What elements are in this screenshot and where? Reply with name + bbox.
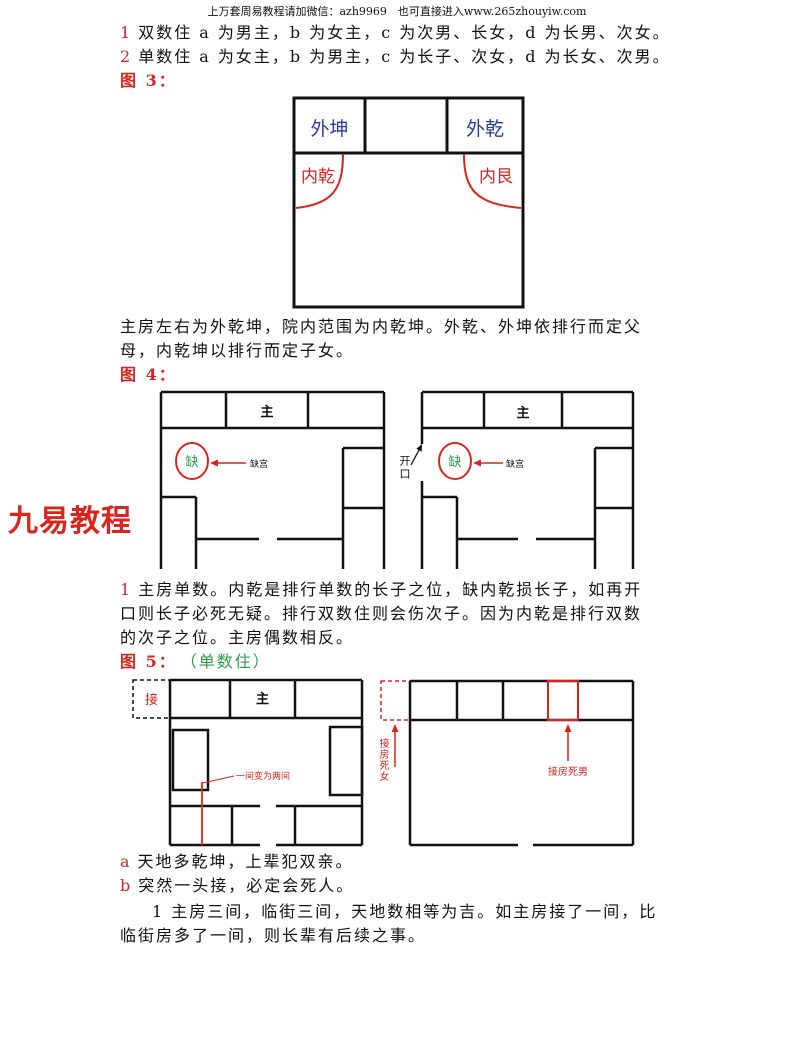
- missing-palace-label: 缺宫: [506, 458, 524, 470]
- outer-qian-label: 外乾: [466, 118, 504, 140]
- figure-3-label: 图 3：: [120, 71, 177, 90]
- missing-arrow-head: [473, 459, 481, 467]
- paragraph-2-line-2: 口则长子必死无疑。排行双数住则会伤次子。因为内乾是排行双数: [120, 604, 643, 623]
- missing-circle: [175, 442, 209, 480]
- opening-arrow-line: [410, 449, 420, 466]
- intro-line-1-number: 1: [120, 23, 133, 42]
- side-room-left: [171, 728, 210, 792]
- missing-arrow-head: [210, 459, 218, 467]
- verse-b-text: 突然一头接，必定会死人。: [138, 876, 355, 895]
- intro-line-2-text: 单数住 a 为女主，b 为男主，c 为长子、次女，d 为长女、次男。: [138, 47, 671, 66]
- annex-son-arrow-head: [564, 724, 572, 732]
- opening-label: 开口: [398, 455, 411, 481]
- page-header: 上万套周易教程请加微信：azh9969 也可直接进入www.265zhouyiw…: [207, 5, 587, 18]
- main-room-label: 主: [516, 405, 529, 421]
- annex-daughter-arrow-head: [391, 724, 399, 732]
- intro-line-2-number: 2: [120, 47, 133, 66]
- missing-mark: 缺: [185, 455, 198, 470]
- main-room-label: 主: [260, 404, 273, 420]
- side-room-right: [328, 725, 364, 797]
- main-room-label: 主: [256, 691, 269, 707]
- paragraph-2-line-1: 1 主房单数。内乾是排行单数的长子之位，缺内乾损长子，如再开: [120, 580, 642, 600]
- annexed-room-highlight: [547, 680, 579, 721]
- verse-a-text: 天地多乾坤，上辈犯双亲。: [137, 852, 354, 871]
- opening-arrow-head: [416, 444, 422, 452]
- paragraph-2-line-3: 的次子之位。主房偶数相反。: [120, 628, 355, 647]
- intro-line-2: 2 单数住 a 为女主，b 为男主，c 为长子、次女，d 为长女、次男。: [120, 47, 671, 67]
- paragraph-3-line-2: 临街房多了一间，则长辈有后续之事。: [120, 926, 427, 945]
- verse-b: b 突然一头接，必定会死人。: [120, 876, 354, 896]
- figure-4-label: 图 4：: [120, 365, 177, 384]
- annex-label: 接: [145, 692, 158, 708]
- verse-a-marker: a: [120, 852, 132, 871]
- courtyard-outer-wall: [292, 96, 525, 309]
- figure-5-right-diagram: 接房死男: [380, 679, 635, 847]
- paragraph-3-line-1: 1 主房三间，临街三间，天地数相等为吉。如主房接了一间，比: [152, 902, 658, 921]
- figure-3-diagram: 外坤 外乾 内乾 内艮: [292, 96, 525, 309]
- split-note-label: 一间变为两间: [236, 770, 290, 782]
- intro-line-1-text: 双数住 a 为男主，b 为女主，c 为次男、长女，d 为长男、次女。: [138, 23, 671, 42]
- verse-a: a 天地多乾坤，上辈犯双亲。: [120, 852, 354, 872]
- outer-kun-label: 外坤: [310, 118, 348, 140]
- missing-palace-label: 缺宫: [250, 458, 268, 470]
- inner-gen-label: 内艮: [479, 167, 513, 187]
- paragraph-2-number: 1: [120, 580, 133, 599]
- annex-dashed-room: [380, 680, 411, 721]
- inner-qian-label: 内乾: [301, 167, 335, 187]
- paragraph-1-line-1: 主房左右为外乾坤，院内范围为内乾坤。外乾、外坤依排行而定父: [120, 317, 643, 336]
- watermark-logo: 九易教程: [8, 504, 132, 539]
- intro-line-1: 1 双数住 a 为男主，b 为女主，c 为次男、长女，d 为长男、次女。: [120, 23, 671, 43]
- figure-4-right-diagram: 缺 缺宫 主: [410, 390, 635, 569]
- figure-5-left-diagram: 接 主 一间变为两间: [132, 678, 364, 847]
- figure-5-note: （单数住）: [188, 652, 271, 671]
- annex-daughter-label: 接房死女: [377, 738, 388, 782]
- figure-4-left-diagram: 缺 缺宫 主: [159, 390, 386, 569]
- paragraph-1-line-2: 母，内乾坤以排行而定子女。: [120, 341, 355, 360]
- inner-gen-curve: [463, 153, 522, 209]
- missing-mark: 缺: [448, 455, 461, 470]
- annex-son-label: 接房死男: [548, 765, 588, 778]
- missing-circle: [438, 442, 472, 480]
- inner-qian-curve: [295, 153, 344, 209]
- figure-5-label: 图 5：: [120, 652, 177, 671]
- verse-b-marker: b: [120, 876, 133, 895]
- paragraph-2-line-1-text: 主房单数。内乾是排行单数的长子之位，缺内乾损长子，如再开: [138, 580, 643, 599]
- figure-5-heading: 图 5： （单数住）: [120, 652, 271, 672]
- split-note-pointer: [202, 775, 235, 784]
